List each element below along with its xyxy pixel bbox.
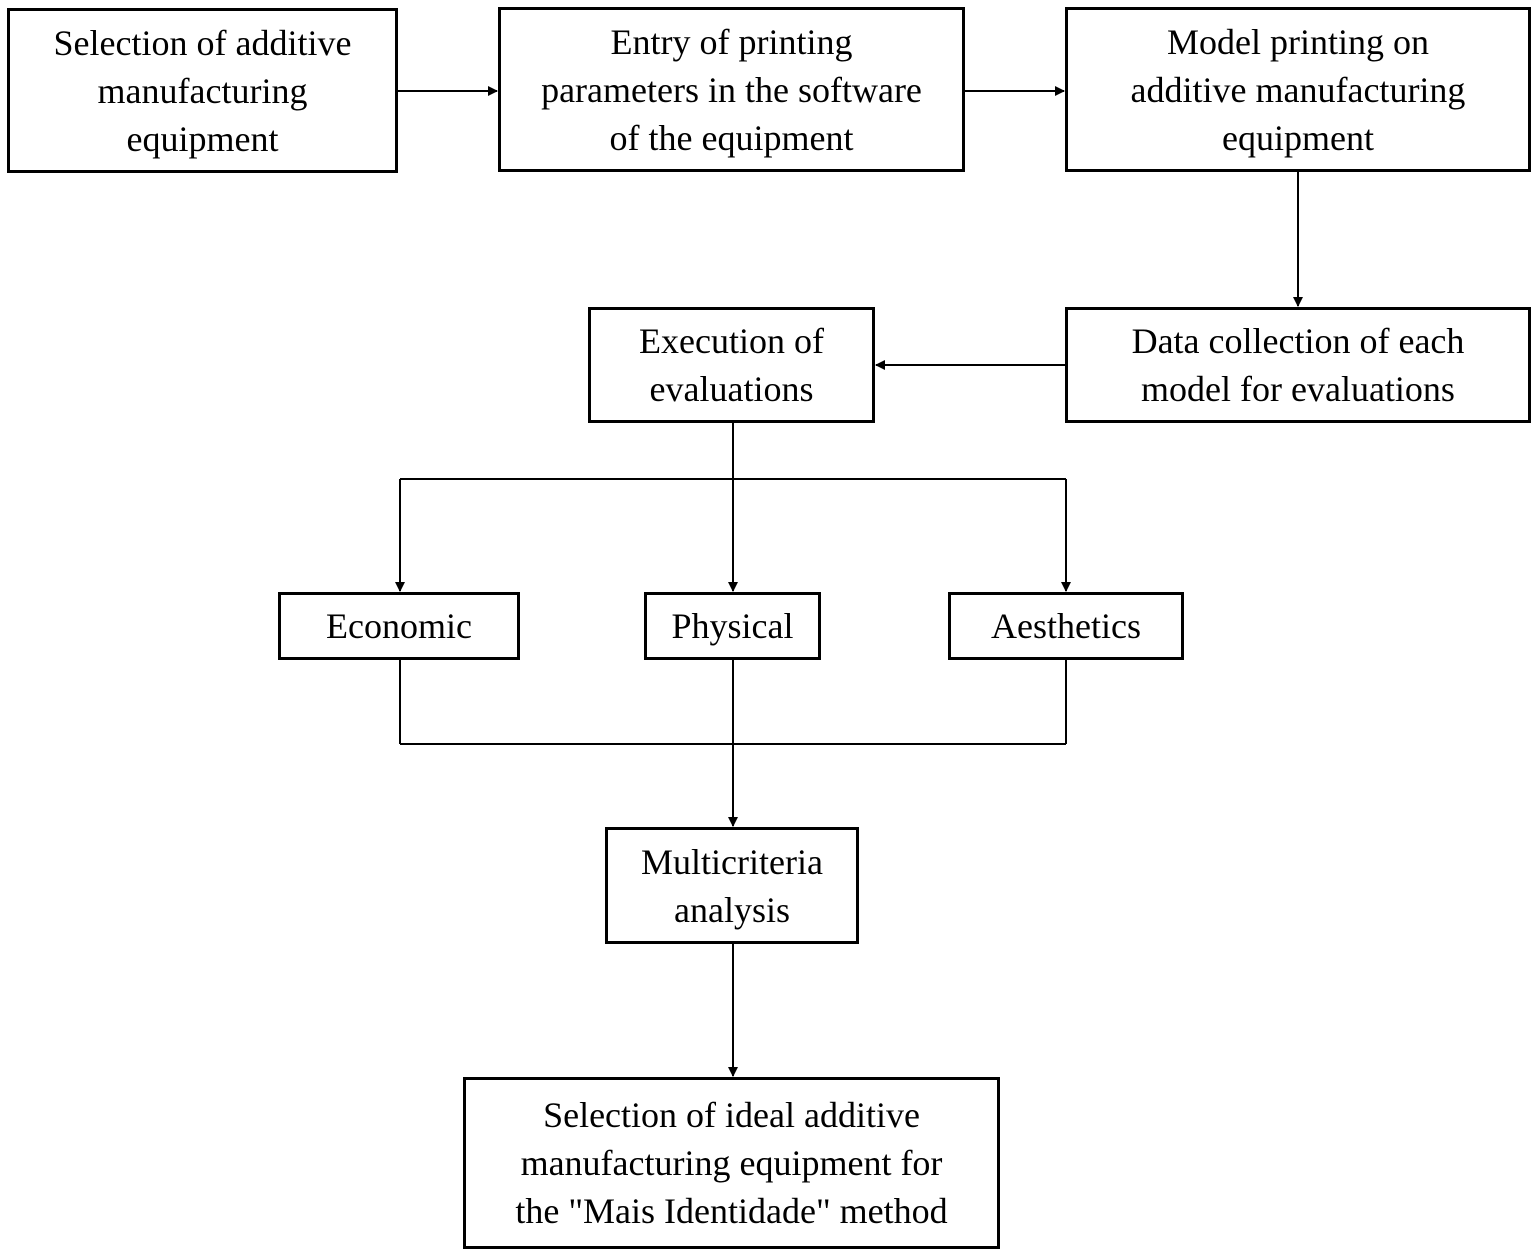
- node-label: Multicriteria analysis: [641, 841, 823, 930]
- node-label: Data collection of each model for evalua…: [1131, 321, 1465, 409]
- node-label: Execution of evaluations: [639, 321, 824, 409]
- node-label: Aesthetics: [991, 606, 1141, 646]
- node-model-printing: Model printing on additive manufacturing…: [1065, 7, 1531, 172]
- node-aesthetics: Aesthetics: [948, 592, 1184, 660]
- node-execution-of-evaluations: Execution of evaluations: [588, 307, 875, 423]
- node-selection-of-ideal-equipment: Selection of ideal additive manufacturin…: [463, 1077, 1000, 1249]
- node-label: Economic: [326, 606, 472, 646]
- node-label: Entry of printing parameters in the soft…: [541, 21, 922, 158]
- node-label: Physical: [671, 606, 794, 646]
- node-label: Model printing on additive manufacturing…: [1130, 21, 1466, 158]
- node-economic: Economic: [278, 592, 520, 660]
- node-data-collection: Data collection of each model for evalua…: [1065, 307, 1531, 423]
- node-multicriteria-analysis: Multicriteria analysis: [605, 827, 859, 944]
- node-physical: Physical: [644, 592, 821, 660]
- node-label: Selection of additive manufacturing equi…: [53, 22, 352, 159]
- node-selection-of-additive-equipment: Selection of additive manufacturing equi…: [7, 8, 398, 173]
- node-entry-of-printing-parameters: Entry of printing parameters in the soft…: [498, 7, 965, 172]
- node-label: Selection of ideal additive manufacturin…: [515, 1095, 948, 1231]
